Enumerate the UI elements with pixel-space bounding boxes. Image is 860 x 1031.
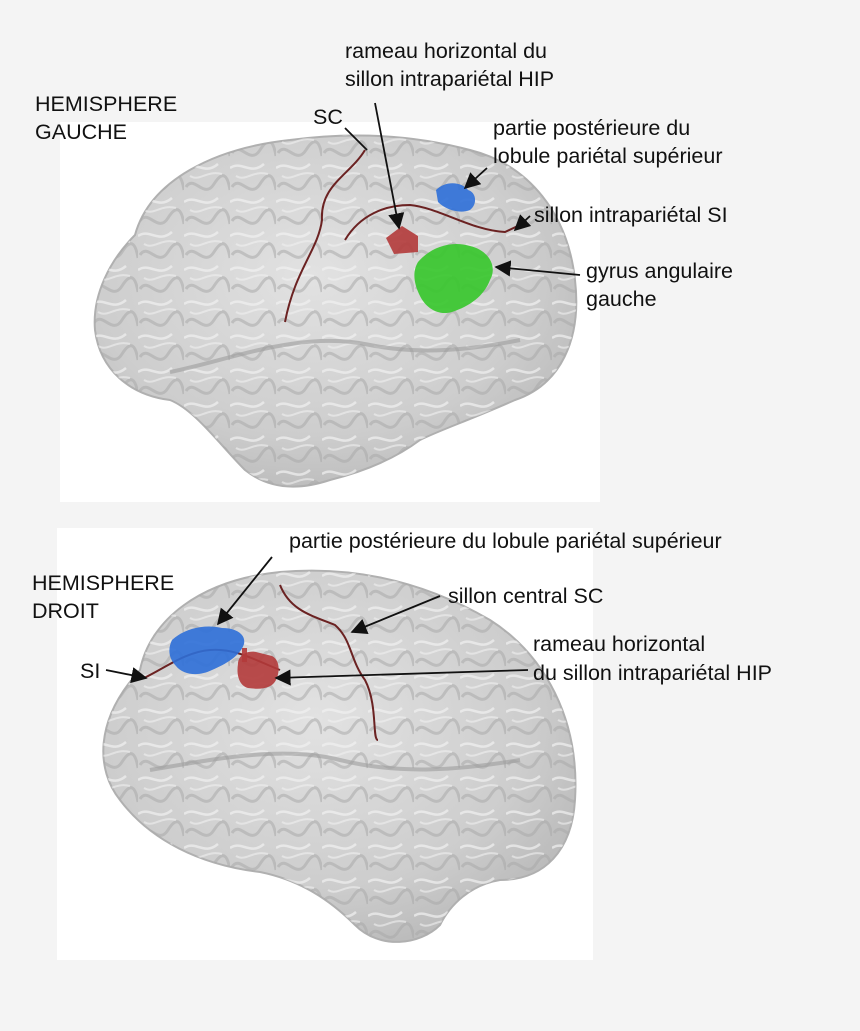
top-hip-arrow	[374, 102, 405, 230]
bottom-hemisphere-label-line2: DROIT	[32, 599, 99, 623]
bottom-hip-label-line1: rameau horizontal	[533, 632, 706, 656]
left-intraparietal-sulcus-line	[344, 203, 523, 241]
top-hemisphere-label-line1: HEMISPHERE	[35, 92, 178, 116]
left-hemisphere-brain	[93, 134, 578, 488]
bottom-si-arrow	[105, 667, 148, 684]
bottom-sc-arrow	[350, 595, 441, 634]
right-superior-parietal-region	[169, 626, 245, 675]
left-hip-region	[386, 226, 418, 254]
bottom-hemisphere-label-line1: HEMISPHERE	[32, 571, 175, 595]
top-parietal-label-line2: lobule pariétal supérieur	[493, 144, 723, 168]
bottom-parietal-label: partie postérieure du lobule pariétal su…	[289, 529, 722, 553]
top-sc-arrow	[344, 127, 368, 151]
left-angular-gyrus-region	[414, 243, 493, 314]
bottom-hip-arrow	[274, 669, 529, 686]
left-central-sulcus-line	[284, 149, 366, 323]
top-sc-label: SC	[313, 105, 343, 129]
left-superior-parietal-region	[436, 183, 476, 212]
top-angular-label-line1: gyrus angulaire	[586, 259, 734, 283]
top-hemisphere-label-line2: GAUCHE	[35, 120, 127, 144]
top-angular-label-line2: gauche	[586, 287, 657, 311]
bottom-si-label: SI	[80, 659, 101, 683]
top-angular-arrow	[494, 260, 581, 277]
right-central-sulcus-line	[279, 584, 379, 741]
top-si-label: sillon intrapariétal SI	[534, 203, 728, 227]
top-hip-label-line2: sillon intrapariétal HIP	[345, 67, 555, 91]
annotation-arrows	[105, 102, 581, 686]
top-parietal-arrow	[463, 167, 488, 190]
right-hip-region	[237, 651, 279, 689]
bottom-sc-label: sillon central SC	[448, 584, 604, 608]
bottom-hip-label-line2: du sillon intrapariétal HIP	[533, 661, 773, 685]
right-hemisphere-brain	[102, 569, 577, 943]
top-si-arrow	[513, 214, 532, 232]
top-parietal-label-line1: partie postérieure du	[493, 116, 691, 140]
bottom-parietal-arrow	[216, 556, 273, 626]
top-hip-label-line1: rameau horizontal du	[345, 39, 547, 63]
